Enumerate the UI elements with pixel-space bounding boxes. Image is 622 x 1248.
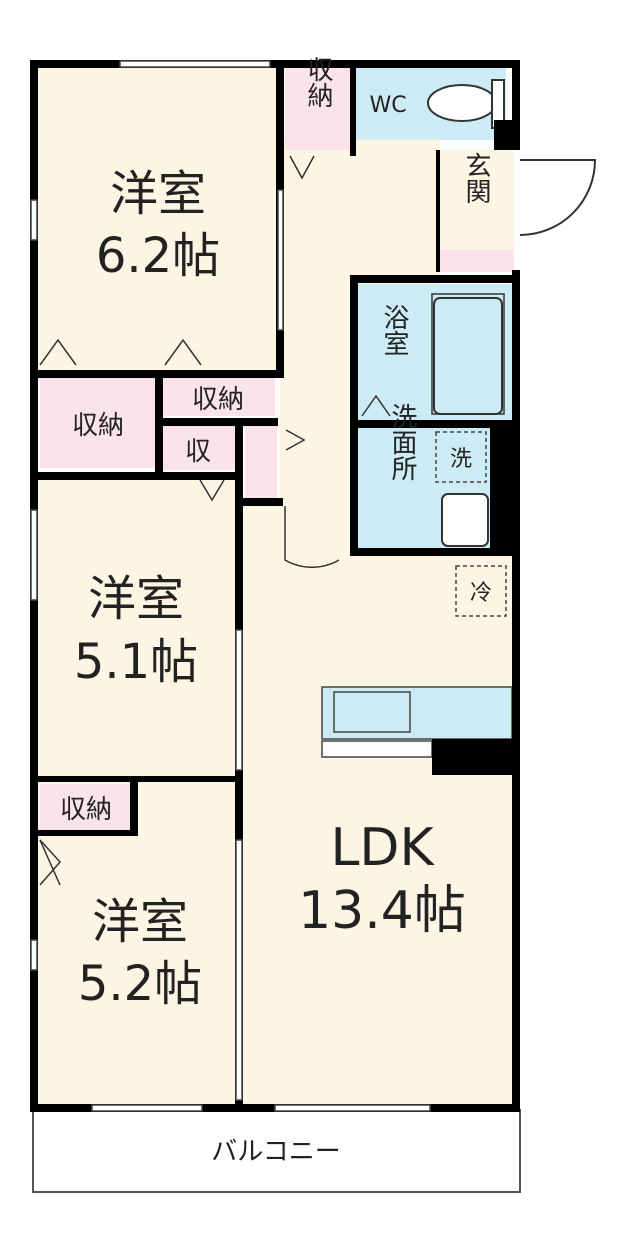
- balcony-label: バルコニー: [211, 1137, 340, 1167]
- storage-closet-small: [163, 426, 235, 470]
- balcony: [32, 1109, 521, 1193]
- ldk-floor: [240, 505, 515, 1105]
- bath-label: 浴室: [379, 304, 409, 356]
- bedroom2-size: 5.1帖: [74, 634, 198, 690]
- ldk-name: LDK: [330, 818, 435, 878]
- bedroom1-size: 6.2帖: [96, 228, 220, 284]
- wash-basin: [441, 493, 489, 547]
- storage-closet-left: [40, 378, 155, 468]
- bedroom3-name: 洋室: [92, 894, 188, 950]
- storage-label-mid: 収納: [192, 385, 244, 415]
- storage-closet-top: [285, 68, 351, 150]
- washer-space: [435, 431, 487, 483]
- fridge-space: [455, 565, 507, 617]
- hall-door: [284, 506, 340, 568]
- kitchen-counter-lower: [321, 740, 433, 758]
- fridge-label: 冷: [470, 581, 492, 606]
- washroom-label: 洗面所: [387, 403, 417, 481]
- windows: [30, 60, 431, 1112]
- entrance-door: [519, 159, 597, 236]
- bedroom1-name: 洋室: [110, 166, 206, 222]
- toilet: [427, 84, 497, 122]
- storage-closet-mid: [163, 378, 275, 416]
- wc-label: WC: [369, 93, 406, 118]
- closet-markers: [39, 155, 391, 886]
- storage-label-top: 収納: [303, 56, 333, 108]
- washer-label: 洗: [450, 447, 472, 472]
- bedroom1-floor: [38, 66, 278, 371]
- bedroom2-name: 洋室: [88, 571, 184, 627]
- storage-label-small: 収: [185, 437, 211, 467]
- storage-closet-bottom: [40, 784, 130, 830]
- bathtub: [433, 297, 503, 415]
- bedroom2-floor: [38, 480, 238, 778]
- entrance-step: [436, 250, 514, 272]
- bath-wall: [431, 293, 505, 415]
- ldk-size: 13.4帖: [298, 881, 466, 941]
- storage-label-left: 収納: [72, 411, 124, 441]
- entrance-label: 玄関: [461, 152, 491, 204]
- kitchen-sink: [333, 691, 411, 733]
- storage-label-bottom: 収納: [60, 795, 112, 825]
- bedroom3-size: 5.2帖: [78, 956, 202, 1012]
- storage-closet-narrow: [245, 426, 277, 498]
